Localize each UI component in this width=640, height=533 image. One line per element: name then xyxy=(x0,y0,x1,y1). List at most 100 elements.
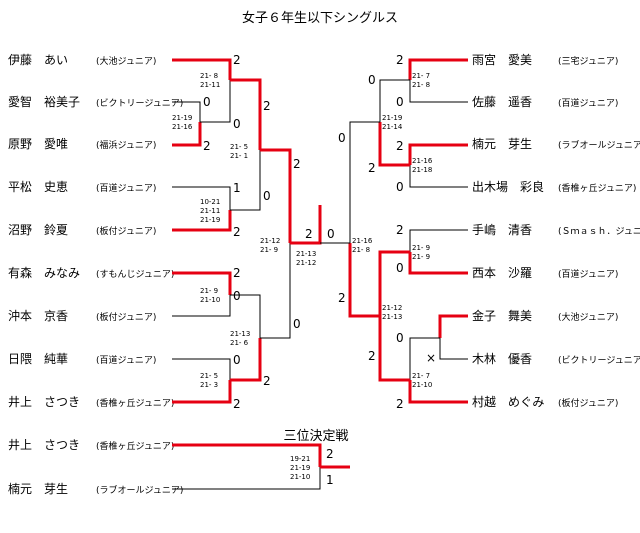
line-r-r1-m2-bottom xyxy=(409,165,468,188)
result-r-r3-bottom: 2 xyxy=(338,291,346,305)
line-l-r2-m1-top xyxy=(230,78,262,150)
result-final-right: 0 xyxy=(327,227,335,241)
score-l-r1-m2-g2: 21-16 xyxy=(172,123,193,131)
result-3rd-bottom: 1 xyxy=(326,473,334,487)
result-l-r2-m1-top: 2 xyxy=(263,99,271,113)
right-player-name-4: 出木場 彩良 xyxy=(472,179,544,194)
line-3rd-bottom xyxy=(172,467,321,490)
line-l-r1-m4-top xyxy=(172,271,232,295)
right-player-club-6: (百道ジュニア) xyxy=(558,268,618,280)
right-bracket-lines xyxy=(320,58,468,404)
right-player-club-8: (ビクトリージュニア) xyxy=(558,355,640,366)
line-r-r1-m4-out xyxy=(409,337,440,380)
result-r4: 0 xyxy=(396,180,404,194)
score-r-r1-m1-g2: 21- 8 xyxy=(412,81,430,89)
line-l-r1-m3-top xyxy=(172,186,231,210)
score-r-r1-m5-g2: 21-10 xyxy=(412,381,432,389)
result-l2-r2: 0 xyxy=(233,117,241,131)
left-player-name-1: 伊藤 あい xyxy=(8,53,68,67)
result-l6: 2 xyxy=(233,266,241,280)
line-l-r1-m5-bottom xyxy=(172,380,232,404)
right-player-name-9: 村越 めぐみ xyxy=(472,395,544,409)
right-player-club-3: (ラブオールジュニア) xyxy=(558,139,640,151)
left-player-club-9: (香椎ヶ丘ジュニア) xyxy=(96,397,174,409)
line-r-r2-m2-top xyxy=(378,250,410,316)
left-player-club-7: (板付ジュニア) xyxy=(96,311,156,323)
score-l-r3-g2: 21- 9 xyxy=(260,246,278,254)
score-r-r1-m3-g1: 21- 9 xyxy=(412,244,430,252)
right-player-club-9: (板付ジュニア) xyxy=(558,397,618,409)
left-player-club-4: (百道ジュニア) xyxy=(96,182,156,194)
walkover-mark: × xyxy=(426,351,436,365)
result-r2: 0 xyxy=(396,95,404,109)
right-player-name-1: 雨宮 愛美 xyxy=(472,52,532,67)
result-3rd-top: 2 xyxy=(326,447,334,461)
right-player-name-3: 楠元 芽生 xyxy=(472,136,532,151)
score-l-r3-g1: 21-12 xyxy=(260,237,280,245)
score-l-r1-m3-g2: 21-11 xyxy=(200,207,220,215)
score-r-r3-g2: 21- 8 xyxy=(352,246,370,254)
line-r-r1-m3-bottom xyxy=(408,252,468,275)
result-l2: 0 xyxy=(203,95,211,109)
score-r-r2-m1-g2: 21-14 xyxy=(382,123,403,131)
score-l-r2-m2-g2: 21- 6 xyxy=(230,339,249,347)
third-place-player-club-1: (香椎ヶ丘ジュニア) xyxy=(96,440,174,452)
left-bracket-lines xyxy=(172,58,322,404)
right-player-name-2: 佐藤 遥香 xyxy=(472,95,532,109)
result-l-r3-top: 2 xyxy=(293,157,301,171)
third-place-player-list: 井上 さつき (香椎ヶ丘ジュニア) 楠元 芽生 (ラブオールジュニア) xyxy=(8,438,183,496)
result-l-r3-bottom: 0 xyxy=(293,317,301,331)
score-3rd-g3: 21-10 xyxy=(290,473,310,481)
right-player-name-8: 木林 優香 xyxy=(472,352,532,366)
right-player-club-1: (三宅ジュニア) xyxy=(558,55,618,67)
right-player-club-2: (百道ジュニア) xyxy=(558,97,618,109)
left-player-name-8: 日隈 純華 xyxy=(8,352,68,366)
left-player-name-6: 有森 みなみ xyxy=(8,265,80,280)
result-l9: 2 xyxy=(233,397,241,411)
right-player-name-6: 西本 沙羅 xyxy=(472,266,532,280)
score-3rd-g1: 19-21 xyxy=(290,455,310,463)
line-r-r1-m1-top xyxy=(408,58,468,80)
right-player-club-4: (香椎ヶ丘ジュニア) xyxy=(558,182,636,194)
right-player-name-7: 金子 舞美 xyxy=(472,308,532,323)
result-r-r2-m1-bottom: 2 xyxy=(368,161,376,175)
score-r-r2-m2-g1: 21-12 xyxy=(382,304,402,312)
left-player-name-7: 沖本 京香 xyxy=(8,309,68,323)
left-player-name-2: 愛智 裕美子 xyxy=(8,94,80,109)
left-player-club-6: (すもんじジュニア) xyxy=(96,269,174,280)
result-l-r2-m1-bottom: 0 xyxy=(263,189,271,203)
result-r5: 2 xyxy=(396,223,404,237)
line-l-r1-m2-out xyxy=(200,80,231,123)
score-l-r2-m1-g2: 21- 1 xyxy=(230,152,248,160)
result-l4: 1 xyxy=(233,181,241,195)
left-player-name-5: 沼野 鈴夏 xyxy=(8,222,68,237)
score-l-r1-m5-g2: 21- 3 xyxy=(200,381,218,389)
line-r-r1-m1-bottom xyxy=(409,80,468,103)
result-r6: 0 xyxy=(396,261,404,275)
score-l-r1-m3-g1: 10-21 xyxy=(200,198,220,206)
left-player-club-1: (大池ジュニア) xyxy=(96,55,156,67)
result-numbers: 2 0 2 0 2 2 0 0 2 1 2 2 0 2 0 2 0 0 2 0 … xyxy=(203,53,404,487)
third-place-player-name-2: 楠元 芽生 xyxy=(8,481,68,496)
score-r-r3-g1: 21-16 xyxy=(352,237,373,245)
result-r3: 2 xyxy=(396,139,404,153)
left-player-name-9: 井上 さつき xyxy=(8,395,80,409)
left-player-club-2: (ビクトリージュニア) xyxy=(96,98,183,109)
score-r-r2-m1-g1: 21-19 xyxy=(382,114,402,122)
third-place-lines xyxy=(172,443,350,490)
score-r-r1-m2-g1: 21-16 xyxy=(412,157,433,165)
score-l-r1-m2-g1: 21-19 xyxy=(172,114,192,122)
line-l-r2-m2-top xyxy=(230,294,261,338)
line-l-r1-m3-bottom xyxy=(172,210,232,232)
line-r-r1-m2-top xyxy=(408,143,468,165)
third-place-title: 三位決定戦 xyxy=(283,429,348,444)
line-r-r3-bottom xyxy=(348,243,380,318)
line-r-r1-m4-top xyxy=(438,314,468,338)
line-l-r2-m1-bottom xyxy=(230,150,261,211)
line-l-r2-m2-bottom xyxy=(230,338,262,382)
right-player-list: 雨宮 愛美 (三宅ジュニア) 佐藤 遥香 (百道ジュニア) 楠元 芽生 (ラブオ… xyxy=(472,52,640,409)
right-player-name-5: 手嶋 清香 xyxy=(472,223,532,237)
score-r-r1-m5-g1: 21- 7 xyxy=(412,372,430,380)
left-player-name-3: 原野 愛唯 xyxy=(8,137,68,151)
line-l-r1-m2-top xyxy=(172,101,201,122)
